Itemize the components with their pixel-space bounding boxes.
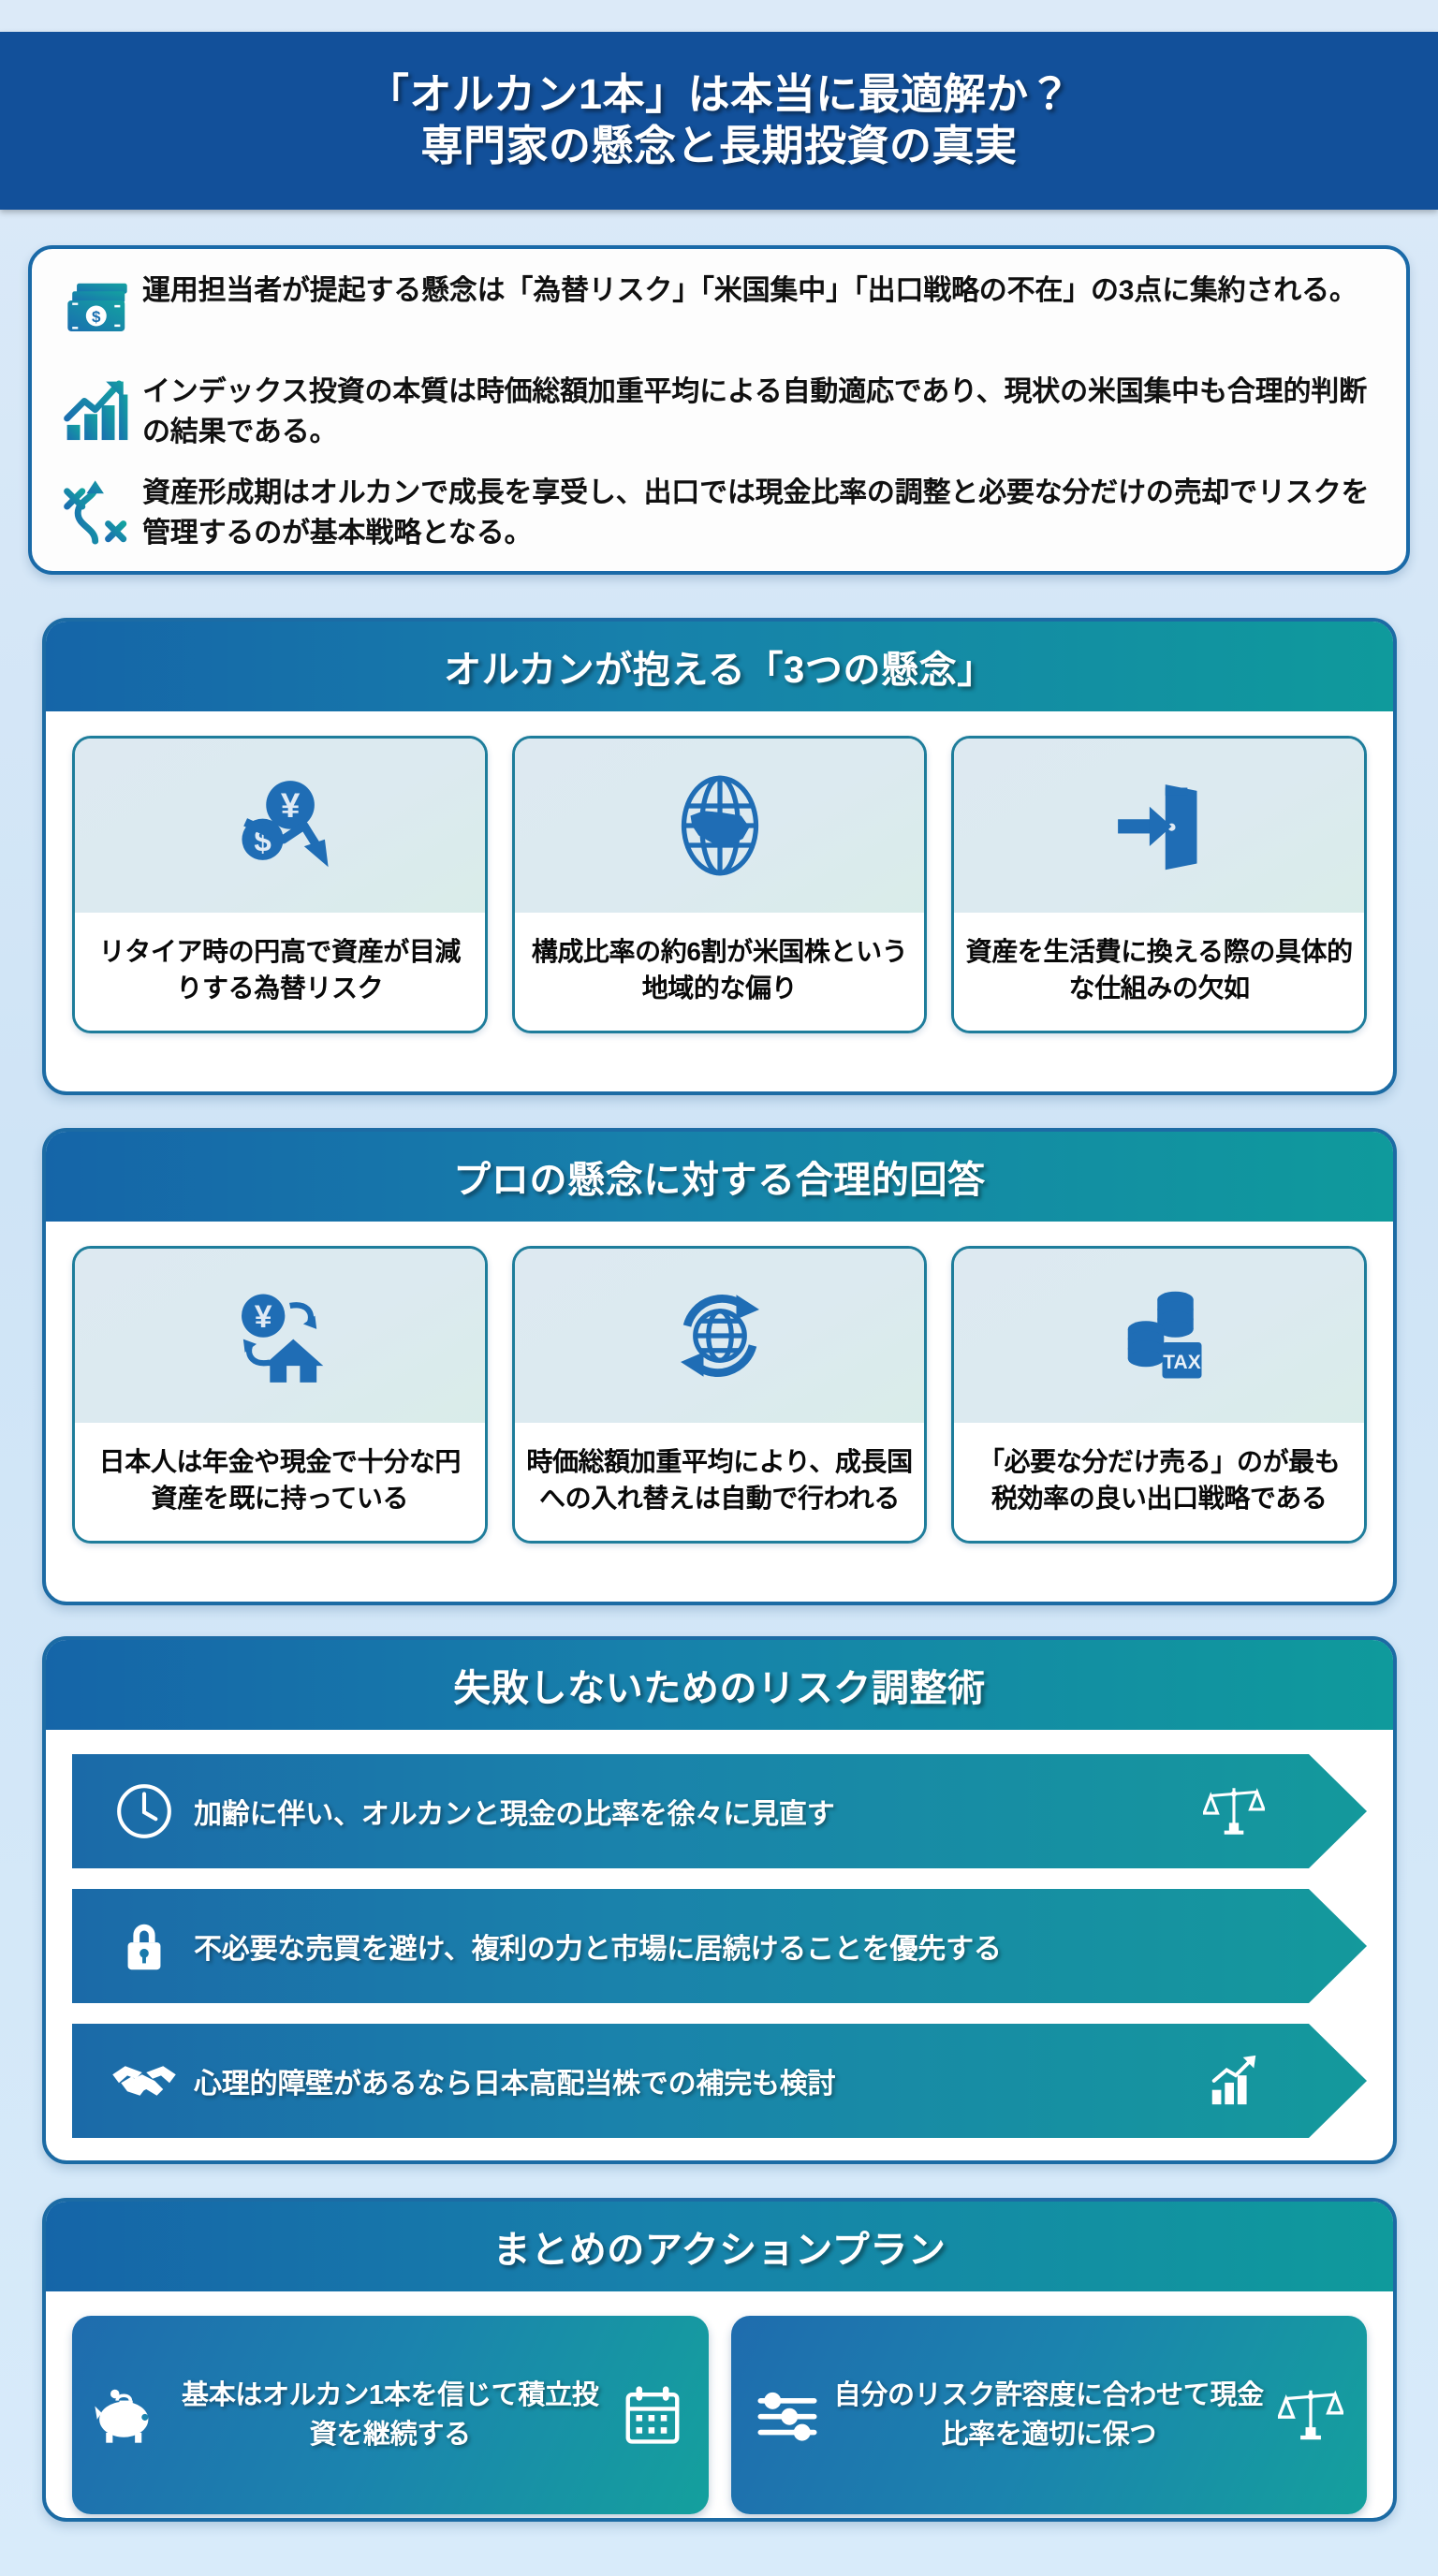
action-plan-text: 基本はオルカン1本を信じて積立投資を継続する bbox=[182, 2379, 599, 2450]
summary-item: 資産形成期はオルカンで成長を享受し、出口では現金比率の調整と必要な分だけの売却で… bbox=[52, 468, 1382, 558]
section-answers-header: プロの懸念に対する合理的回答 bbox=[46, 1132, 1393, 1222]
section-risk-body: 加齢に伴い、オルカンと現金の比率を徐々に見直す bbox=[46, 1730, 1393, 2164]
page-title-line1: 「オルカン1本」は本当に最適解か？ bbox=[366, 70, 1072, 119]
summary-item-text: インデックス投資の本質は時価総額加重平均による自動適応であり、現状の米国集中も合… bbox=[142, 376, 1367, 447]
section-risk-title: 失敗しないためのリスク調整術 bbox=[453, 1668, 986, 1709]
svg-text:¥: ¥ bbox=[281, 786, 301, 825]
risk-item-text: 心理的障壁があるなら日本高配当株での補完も検討 bbox=[194, 2069, 836, 2100]
section-concerns-title: オルカンが抱える「3つの懸念」 bbox=[444, 650, 995, 691]
action-plan-card[interactable]: 自分のリスク許容度に合わせて現金比率を適切に保つ bbox=[730, 2316, 1367, 2514]
yen-house-icon: ¥ bbox=[75, 1249, 485, 1423]
section-answers-title: プロの懸念に対する合理的回答 bbox=[453, 1160, 986, 1201]
concern-card[interactable]: 資産を生活費に換える際の具体的な仕組みの欠如 bbox=[951, 736, 1368, 1034]
calendar-icon bbox=[609, 2382, 696, 2448]
risk-item-text: 加齢に伴い、オルカンと現金の比率を徐々に見直す bbox=[194, 1799, 835, 1830]
section-action-plan: まとめのアクションプラン bbox=[42, 2198, 1397, 2522]
concern-card-list: ¥ $ リタイア時の円高で資産が目減りする為替リスク bbox=[72, 736, 1368, 1034]
risk-item[interactable]: 加齢に伴い、オルカンと現金の比率を徐々に見直す bbox=[72, 1754, 1367, 1868]
sliders-icon bbox=[744, 2381, 830, 2449]
summary-card: $ 運用担当者が提起する懸念は「為替リスク」「米国集中」「出口戦略の不在」の3点… bbox=[28, 245, 1410, 575]
concern-card[interactable]: 構成比率の約6割が米国株という地域的な偏り bbox=[511, 736, 928, 1034]
answer-card-list: ¥ 日本人は年金や現金で十分な円資産を既に持っている bbox=[72, 1246, 1368, 1544]
concern-card[interactable]: ¥ $ リタイア時の円高で資産が目減りする為替リスク bbox=[72, 736, 488, 1034]
risk-item-list: 加齢に伴い、オルカンと現金の比率を徐々に見直す bbox=[72, 1754, 1367, 2138]
section-action-header: まとめのアクションプラン bbox=[46, 2202, 1393, 2291]
svg-text:$: $ bbox=[92, 308, 101, 326]
growth-bar-chart-icon bbox=[52, 367, 142, 457]
arrow-shape bbox=[72, 1754, 1367, 1868]
page-title-bar: 「オルカン1本」は本当に最適解か？ 専門家の懸念と長期投資の真実 bbox=[0, 32, 1438, 210]
arrow-shape bbox=[72, 1889, 1367, 2003]
bar-chart-up-icon bbox=[1191, 2052, 1277, 2110]
money-bills-icon: $ bbox=[52, 266, 142, 356]
concern-card-text: 構成比率の約6割が米国株という地域的な偏り bbox=[514, 913, 925, 1032]
section-action-body: 基本はオルカン1本を信じて積立投資を継続する bbox=[46, 2291, 1393, 2518]
risk-item-text: 不必要な売買を避け、複利の力と市場に居続けることを優先する bbox=[194, 1934, 1002, 1965]
currency-decline-icon: ¥ $ bbox=[75, 739, 485, 913]
strategy-path-icon bbox=[52, 468, 142, 558]
svg-text:¥: ¥ bbox=[255, 1299, 272, 1335]
section-concerns-header: オルカンが抱える「3つの懸念」 bbox=[46, 622, 1393, 711]
section-concerns: オルカンが抱える「3つの懸念」 ¥ $ リタイア時の円 bbox=[42, 618, 1397, 1095]
answer-card-text: 日本人は年金や現金で十分な円資産を既に持っている bbox=[75, 1423, 485, 1542]
section-action-title: まとめのアクションプラン bbox=[492, 2230, 946, 2271]
balance-scale-icon bbox=[1191, 1780, 1277, 1842]
globe-refresh-icon bbox=[514, 1249, 925, 1423]
action-plan-text: 自分のリスク許容度に合わせて現金比率を適切に保つ bbox=[833, 2379, 1265, 2450]
section-answers-body: ¥ 日本人は年金や現金で十分な円資産を既に持っている bbox=[46, 1222, 1393, 1570]
lock-icon bbox=[104, 1917, 184, 1975]
answer-card[interactable]: ¥ 日本人は年金や現金で十分な円資産を既に持っている bbox=[72, 1246, 488, 1544]
answer-card-text: 「必要な分だけ売る」のが最も税効率の良い出口戦略である bbox=[954, 1423, 1365, 1542]
balance-scale-icon bbox=[1268, 2382, 1354, 2448]
clock-icon bbox=[104, 1780, 184, 1842]
arrow-shape bbox=[72, 2024, 1367, 2138]
handshake-icon bbox=[104, 2047, 184, 2115]
coins-tax-icon: TAX bbox=[954, 1249, 1365, 1423]
risk-item[interactable]: 心理的障壁があるなら日本高配当株での補完も検討 bbox=[72, 2024, 1367, 2138]
answer-card[interactable]: 時価総額加重平均により、成長国への入れ替えは自動で行われる bbox=[511, 1246, 928, 1544]
action-plan-card[interactable]: 基本はオルカン1本を信じて積立投資を継続する bbox=[72, 2316, 709, 2514]
concern-card-text: 資産を生活費に換える際の具体的な仕組みの欠如 bbox=[954, 913, 1365, 1032]
page-title-line2: 専門家の懸念と長期投資の真実 bbox=[420, 122, 1018, 169]
piggy-bank-icon bbox=[85, 2379, 171, 2451]
answer-card-text: 時価総額加重平均により、成長国への入れ替えは自動で行われる bbox=[514, 1423, 925, 1542]
section-risk: 失敗しないためのリスク調整術 加齢に伴い、オルカンと現金の比率を徐々に見直す bbox=[42, 1636, 1397, 2164]
concern-card-text: リタイア時の円高で資産が目減りする為替リスク bbox=[75, 913, 485, 1032]
svg-text:TAX: TAX bbox=[1163, 1352, 1200, 1373]
summary-item: インデックス投資の本質は時価総額加重平均による自動適応であり、現状の米国集中も合… bbox=[52, 367, 1382, 457]
risk-item[interactable]: 不必要な売買を避け、複利の力と市場に居続けることを優先する bbox=[72, 1889, 1367, 2003]
action-plan-list: 基本はオルカン1本を信じて積立投資を継続する bbox=[72, 2316, 1367, 2514]
globe-usa-icon bbox=[514, 739, 925, 913]
exit-door-icon bbox=[954, 739, 1365, 913]
section-concerns-body: ¥ $ リタイア時の円高で資産が目減りする為替リスク bbox=[46, 711, 1393, 1060]
summary-item: $ 運用担当者が提起する懸念は「為替リスク」「米国集中」「出口戦略の不在」の3点… bbox=[52, 266, 1382, 356]
summary-item-text: 資産形成期はオルカンで成長を享受し、出口では現金比率の調整と必要な分だけの売却で… bbox=[142, 477, 1370, 549]
section-answers: プロの懸念に対する合理的回答 ¥ bbox=[42, 1128, 1397, 1605]
summary-item-text: 運用担当者が提起する懸念は「為替リスク」「米国集中」「出口戦略の不在」の3点に集… bbox=[142, 275, 1357, 306]
section-risk-header: 失敗しないためのリスク調整術 bbox=[46, 1640, 1393, 1730]
answer-card[interactable]: TAX 「必要な分だけ売る」のが最も税効率の良い出口戦略である bbox=[951, 1246, 1368, 1544]
